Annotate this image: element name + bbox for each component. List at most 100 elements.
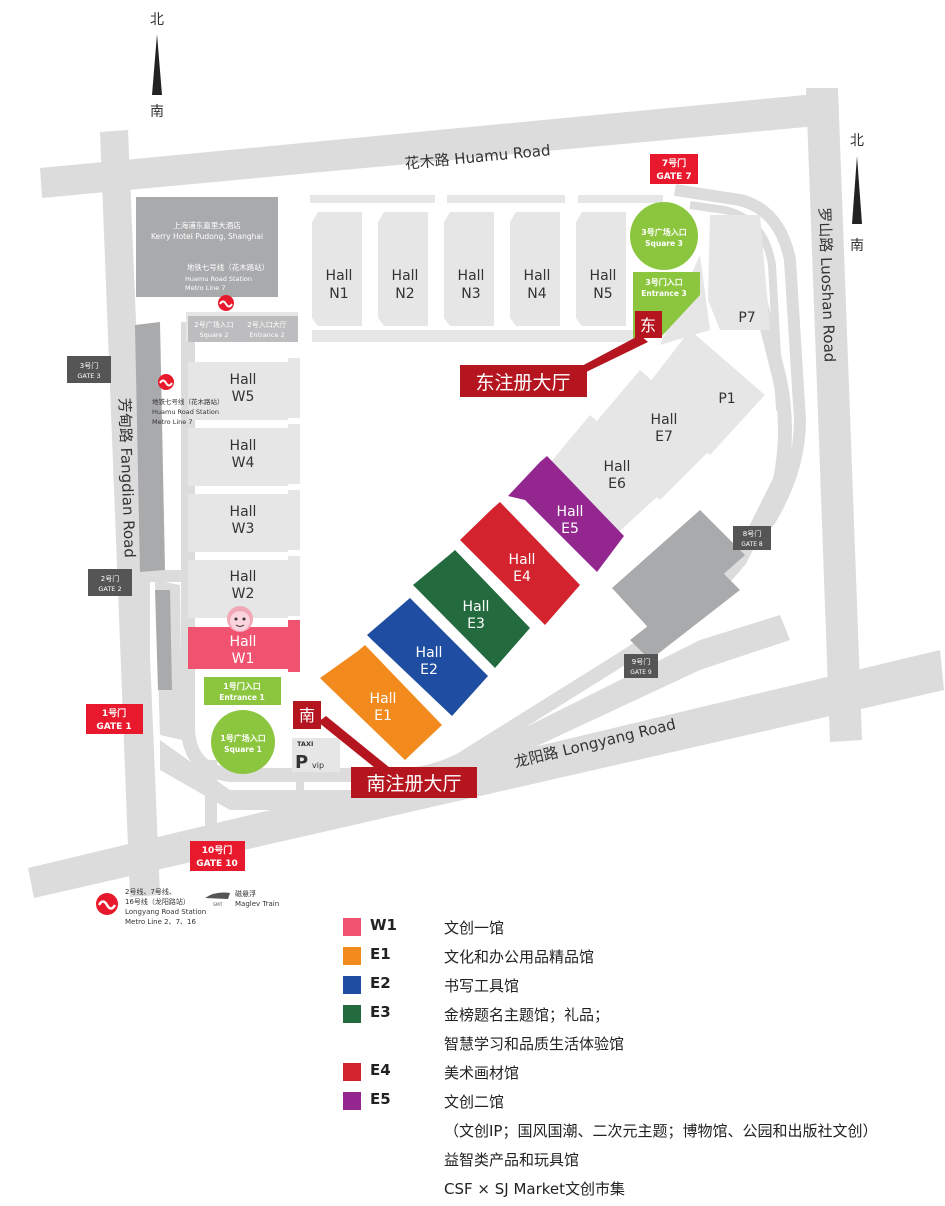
- square1-zh: 1号广场入口: [220, 733, 266, 743]
- hall-n1-word: Hall: [326, 268, 353, 284]
- road-fangdian-label: 芳甸路 Fangdian Road: [115, 398, 139, 559]
- legend-swatch-w1: [343, 918, 361, 936]
- maglev-icon: SMT: [205, 892, 230, 908]
- parking-p7-label: P7: [738, 310, 755, 326]
- entrance3-zh: 3号门入口: [645, 277, 683, 287]
- entrance1-en: Entrance 1: [219, 693, 265, 702]
- square2-entrance2: 2号广场入口 Square 2 2号入口大厅 Entrance 2: [188, 316, 298, 342]
- dark-blocks: [135, 197, 745, 690]
- hall-e3-block: [413, 550, 530, 668]
- hall-e7-label: E7: [655, 429, 673, 445]
- maglev-logo: SMT: [213, 902, 223, 908]
- gate-1: 1号门 GATE 1: [86, 704, 143, 734]
- hall-w5-label: W5: [232, 389, 255, 405]
- parking-p-label: P: [295, 752, 308, 773]
- hall-e4-block: [460, 502, 580, 625]
- hall-e2-word: Hall: [416, 645, 443, 661]
- square3-en: Square 3: [645, 239, 683, 248]
- legend-code: E5: [370, 1090, 391, 1108]
- north-hall-labels: Hall N1 Hall N2 Hall N3 Hall N4 Hall N5: [326, 268, 617, 302]
- hall-e2-label: E2: [420, 662, 438, 678]
- hotel-zh: 上海浦东嘉里大酒店: [173, 220, 241, 230]
- legend-row-e3-extra: 智慧学习和品质生活体验馆: [343, 1030, 933, 1059]
- metro-ly-line2: 16号线（龙阳路站）: [125, 897, 190, 906]
- gate8-zh: 8号门: [743, 529, 761, 538]
- legend-row-e1: E1 文化和办公用品精品馆: [343, 943, 933, 972]
- legend-code: E2: [370, 974, 391, 992]
- taxi-label: TAXI: [297, 740, 313, 748]
- square2-en: Square 2: [199, 331, 228, 339]
- south-registration-label: 南注册大厅: [366, 773, 461, 795]
- legend-row-e5-extra: （文创IP；国风国潮、二次元主题；博物馆、公园和出版社文创）: [343, 1117, 933, 1146]
- gate1-zh: 1号门: [102, 707, 126, 719]
- gate3-zh: 3号门: [80, 361, 98, 370]
- hall-w2-word: Hall: [230, 569, 257, 585]
- hall-n4-label: N4: [527, 286, 546, 302]
- hall-e3-label: E3: [467, 616, 485, 632]
- gate10-zh: 10号门: [202, 844, 233, 856]
- hall-w3-word: Hall: [230, 504, 257, 520]
- square3-circle: [630, 202, 698, 270]
- hall-n5-word: Hall: [590, 268, 617, 284]
- hall-n5-label: N5: [593, 286, 612, 302]
- legend-row-w1: W1 文创一馆: [343, 914, 933, 943]
- hall-n2-label: N2: [395, 286, 414, 302]
- compass-top-south: 南: [150, 104, 164, 120]
- entrance3-en: Entrance 3: [641, 289, 687, 298]
- entrance1-zh: 1号门入口: [223, 681, 261, 691]
- gate-2: 2号门 GATE 2: [88, 569, 132, 596]
- gate-7: 7号门 GATE 7: [650, 154, 698, 184]
- hall-w1-block: [188, 627, 288, 669]
- hall-e3-word: Hall: [463, 599, 490, 615]
- north-halls: [312, 212, 642, 342]
- west-hall-labels: Hall W5 Hall W4 Hall W3 Hall W2: [230, 372, 257, 602]
- east-gray-halls: [540, 215, 770, 540]
- hall-e7-word: Hall: [651, 412, 678, 428]
- metro-left-en1: Huamu Road Station: [152, 408, 219, 416]
- square2-zh: 2号广场入口: [194, 320, 233, 329]
- gate9-en: GATE 9: [630, 669, 652, 676]
- hotel-label: 上海浦东嘉里大酒店 Kerry Hotel Pudong, Shanghai 地…: [151, 220, 269, 272]
- legend-row-e3: E3 金榜题名主题馆；礼品；: [343, 1001, 933, 1030]
- hall-w1-side: [288, 620, 300, 672]
- compass-right-south: 南: [850, 238, 864, 254]
- metro-top-en2: Metro Line 7: [185, 284, 225, 292]
- parking-vip-label: vip: [312, 761, 324, 770]
- hall-n3-word: Hall: [458, 268, 485, 284]
- legend-code: E4: [370, 1061, 391, 1079]
- legend-text: 文化和办公用品精品馆: [444, 948, 595, 966]
- hall-w2-label: W2: [232, 586, 255, 602]
- gate10-en: GATE 10: [196, 859, 238, 869]
- metro-longyang-label: 2号线、7号线、 16号线（龙阳路站） Longyang Road Statio…: [125, 887, 206, 926]
- hall-e2-block: [367, 598, 488, 716]
- compass-right-arrow-icon: [852, 156, 862, 224]
- compass-top-north: 北: [150, 12, 164, 28]
- gate-9: 9号门 GATE 9: [624, 654, 658, 678]
- hall-n2-word: Hall: [392, 268, 419, 284]
- legend-swatch-e2: [343, 976, 361, 994]
- square1-en: Square 1: [224, 745, 262, 754]
- hall-w3-label: W3: [232, 521, 255, 537]
- legend-swatch-e3: [343, 1005, 361, 1023]
- metro-ly-line3: Longyang Road Station: [125, 908, 206, 916]
- legend-row-e5: E5 文创二馆: [343, 1088, 933, 1117]
- gate7-zh: 7号门: [662, 157, 686, 169]
- compass-right: 北 南: [850, 133, 864, 254]
- metro-left-label: 地铁七号线（花木路站） Huamu Road Station Metro Lin…: [152, 397, 224, 426]
- square1-circle: [211, 710, 275, 774]
- legend-text: 金榜题名主题馆；礼品；: [444, 1006, 610, 1024]
- east-mark: 东: [640, 316, 656, 335]
- gate8-en: GATE 8: [741, 541, 763, 548]
- maglev-zh: 磁悬浮: [235, 889, 256, 898]
- legend-text-extra3: CSF × SJ Market文创市集: [444, 1180, 626, 1198]
- entrance2-zh: 2号入口大厅: [247, 320, 286, 329]
- legend-swatch-e1: [343, 947, 361, 965]
- metro-left-zh: 地铁七号线（花木路站）: [152, 397, 224, 406]
- hall-e5-label: E5: [561, 521, 579, 537]
- legend-text: 美术画材馆: [444, 1064, 520, 1082]
- legend-text: 书写工具馆: [444, 977, 520, 995]
- parking-p1-label: P1: [718, 391, 735, 407]
- hall-w1-label: W1: [232, 651, 255, 667]
- gate7-en: GATE 7: [656, 172, 691, 182]
- east-registration: 东 东注册大厅: [460, 311, 662, 397]
